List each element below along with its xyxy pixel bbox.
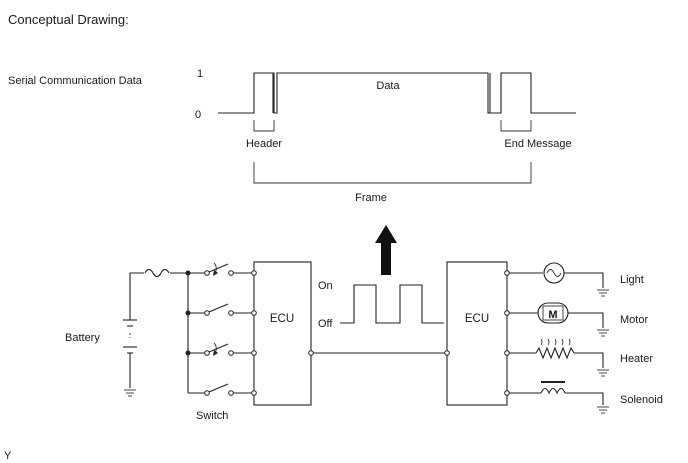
figure-code: Y: [4, 450, 12, 462]
circuit-diagram: Battery: [65, 261, 663, 422]
switch-bank: [185, 262, 254, 396]
pulse-waveform: [340, 284, 444, 324]
serial-waveform: [218, 72, 576, 114]
switch-contact: [208, 263, 229, 273]
load-label: Solenoid: [620, 394, 663, 406]
frame-label: Frame: [355, 192, 387, 204]
end-message-bracket: [500, 120, 532, 132]
ecu-left-box: [253, 261, 312, 406]
load-solenoid: Solenoid: [509, 381, 663, 414]
ecu-right-box: [446, 261, 508, 406]
solenoid-icon: [540, 381, 566, 395]
switch-contact: [208, 383, 229, 393]
serial-communication-diagram: Serial Communication Data 1 0 Data Heade…: [8, 68, 576, 204]
load-label: Heater: [620, 353, 653, 365]
header-bracket: [253, 120, 275, 132]
lamp-icon: [543, 262, 565, 284]
fuse-icon: [144, 268, 170, 278]
load-label: Light: [620, 274, 644, 286]
level-high-label: 1: [197, 68, 203, 80]
on-label: On: [318, 280, 333, 292]
battery-label: Battery: [65, 332, 100, 344]
battery-icon: [123, 319, 137, 354]
motor-icon: M: [537, 302, 569, 324]
heater-icon: [535, 338, 575, 360]
header-label: Header: [246, 138, 282, 150]
level-low-label: 0: [195, 109, 201, 121]
frame-bracket: [253, 162, 532, 184]
ecu-left-label: ECU: [270, 313, 294, 325]
switch-label: Switch: [196, 410, 228, 422]
switch-contact: [208, 343, 229, 353]
arrow-up-icon: [375, 225, 397, 275]
load-light: Light: [509, 262, 644, 297]
page-title: Conceptual Drawing:: [8, 12, 129, 27]
end-message-label: End Message: [504, 138, 571, 150]
ground-icon: [123, 389, 137, 397]
switch-contact: [208, 303, 229, 313]
battery-wire: [129, 272, 188, 320]
svg-text:M: M: [548, 309, 557, 321]
off-label: Off: [318, 318, 333, 330]
load-label: Motor: [620, 314, 648, 326]
load-motor: M Motor: [509, 302, 648, 337]
serial-data-label: Serial Communication Data: [8, 75, 143, 87]
load-heater: Heater: [509, 338, 653, 377]
ecu-right-label: ECU: [465, 313, 489, 325]
data-segment-label: Data: [376, 80, 400, 92]
